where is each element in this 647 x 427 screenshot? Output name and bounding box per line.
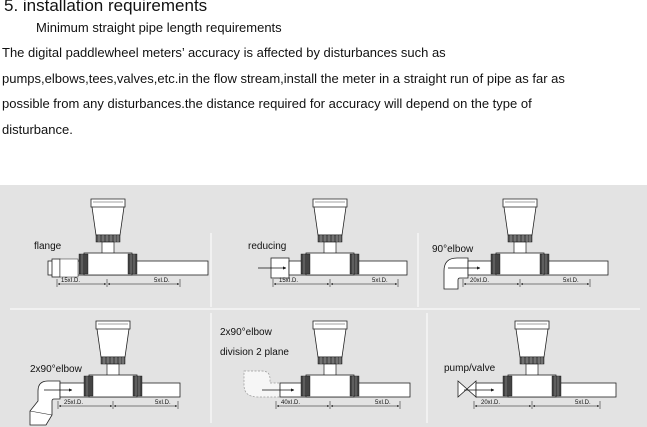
diagram-reducing: reducing 15xI.D. 5xI.D. xyxy=(248,198,408,287)
section-subheading: Minimum straight pipe length requirement… xyxy=(36,20,282,35)
paragraph-line: possible from any disturbances.the dista… xyxy=(2,96,532,111)
diagram-flange: flange 15xI.D. 5xI.D. xyxy=(34,198,209,287)
upstream-dimension: 15xI.D. xyxy=(61,278,80,284)
diagram-pump-valve: pump/valve 20xI.D. 5xI.D. xyxy=(444,320,617,409)
section-heading: 5. installation requirements xyxy=(4,0,208,15)
diagram-label: reducing xyxy=(248,241,286,252)
diagram-2x90-elbow-2-plane: 2x90°elbow division 2 plane 40xI.D. 5xI.… xyxy=(220,320,411,409)
paragraph-line: disturbance. xyxy=(2,121,73,137)
diagram-label: 2x90°elbow xyxy=(220,327,273,338)
diagram-90-elbow: 90°elbow 20xI.D. 5xI.D. xyxy=(432,198,609,290)
downstream-dimension: 5xI.D. xyxy=(155,400,171,406)
diagram-2x90-elbow: 2x90°elbow 25xI.D. 5xI.D. xyxy=(29,320,181,426)
downstream-dimension: 5xI.D. xyxy=(372,278,388,284)
diagram-label: 2x90°elbow xyxy=(30,364,83,375)
body-paragraph: The digital paddlewheel meters’ accuracy… xyxy=(2,40,644,142)
upstream-dimension: 20xI.D. xyxy=(481,400,500,406)
diagram-label-line2: division 2 plane xyxy=(220,347,289,358)
upstream-dimension: 20xI.D. xyxy=(470,278,489,284)
upstream-dimension: 25xI.D. xyxy=(64,400,83,406)
paragraph-line: pumps,elbows,tees,valves,etc.in the flow… xyxy=(2,70,565,86)
diagram-label: 90°elbow xyxy=(432,244,474,255)
diagram-label: pump/valve xyxy=(444,363,496,374)
upstream-dimension: 15xI.D. xyxy=(279,278,298,284)
downstream-dimension: 5xI.D. xyxy=(563,278,579,284)
diagram-label: flange xyxy=(34,241,62,252)
downstream-dimension: 5xI.D. xyxy=(154,278,170,284)
installation-diagrams: flange 15xI.D. 5xI.D. reducing 15x xyxy=(10,198,640,426)
downstream-dimension: 5xI.D. xyxy=(375,400,391,406)
installation-diagram-panel: flange 15xI.D. 5xI.D. reducing 15x xyxy=(0,185,647,427)
paragraph-line: The digital paddlewheel meters’ accuracy… xyxy=(2,45,446,60)
downstream-dimension: 5xI.D. xyxy=(575,400,591,406)
upstream-dimension: 40xI.D. xyxy=(281,400,300,406)
